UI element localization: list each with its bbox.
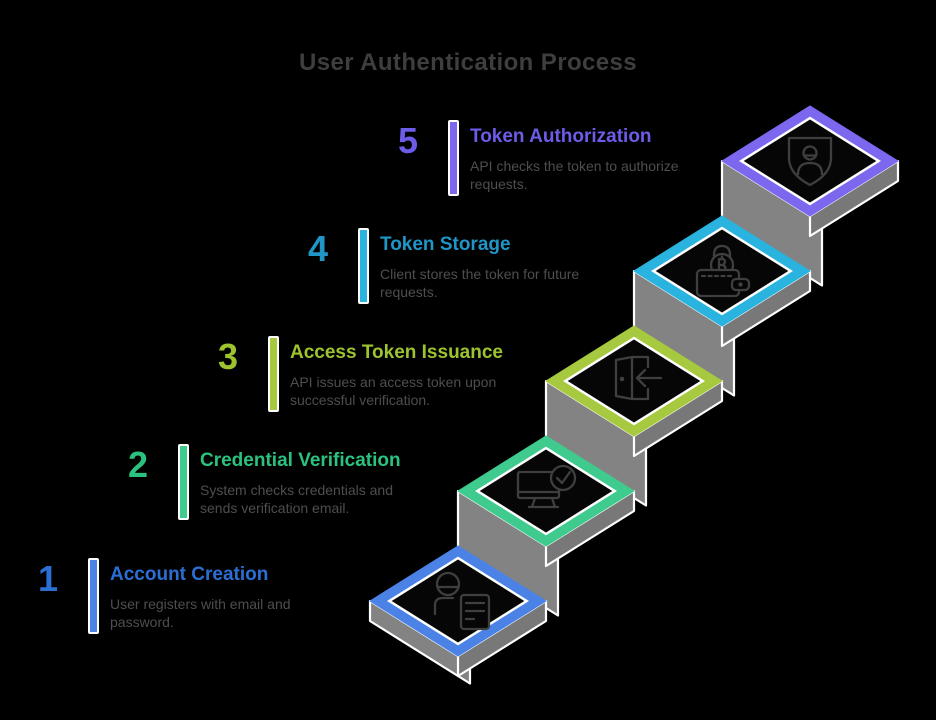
user-document-icon xyxy=(433,571,491,631)
page-title: User Authentication Process xyxy=(299,49,637,76)
shield-user-icon xyxy=(787,136,833,187)
stair-step-3 xyxy=(544,325,724,507)
wallet-lock-icon xyxy=(695,244,751,298)
stair-step-2 xyxy=(456,435,636,617)
door-arrow-icon xyxy=(614,355,663,401)
stair-step-5 xyxy=(720,105,900,287)
monitor-check-icon xyxy=(516,464,577,509)
stair-step-4 xyxy=(632,215,812,397)
stair-step-1 xyxy=(368,545,548,685)
